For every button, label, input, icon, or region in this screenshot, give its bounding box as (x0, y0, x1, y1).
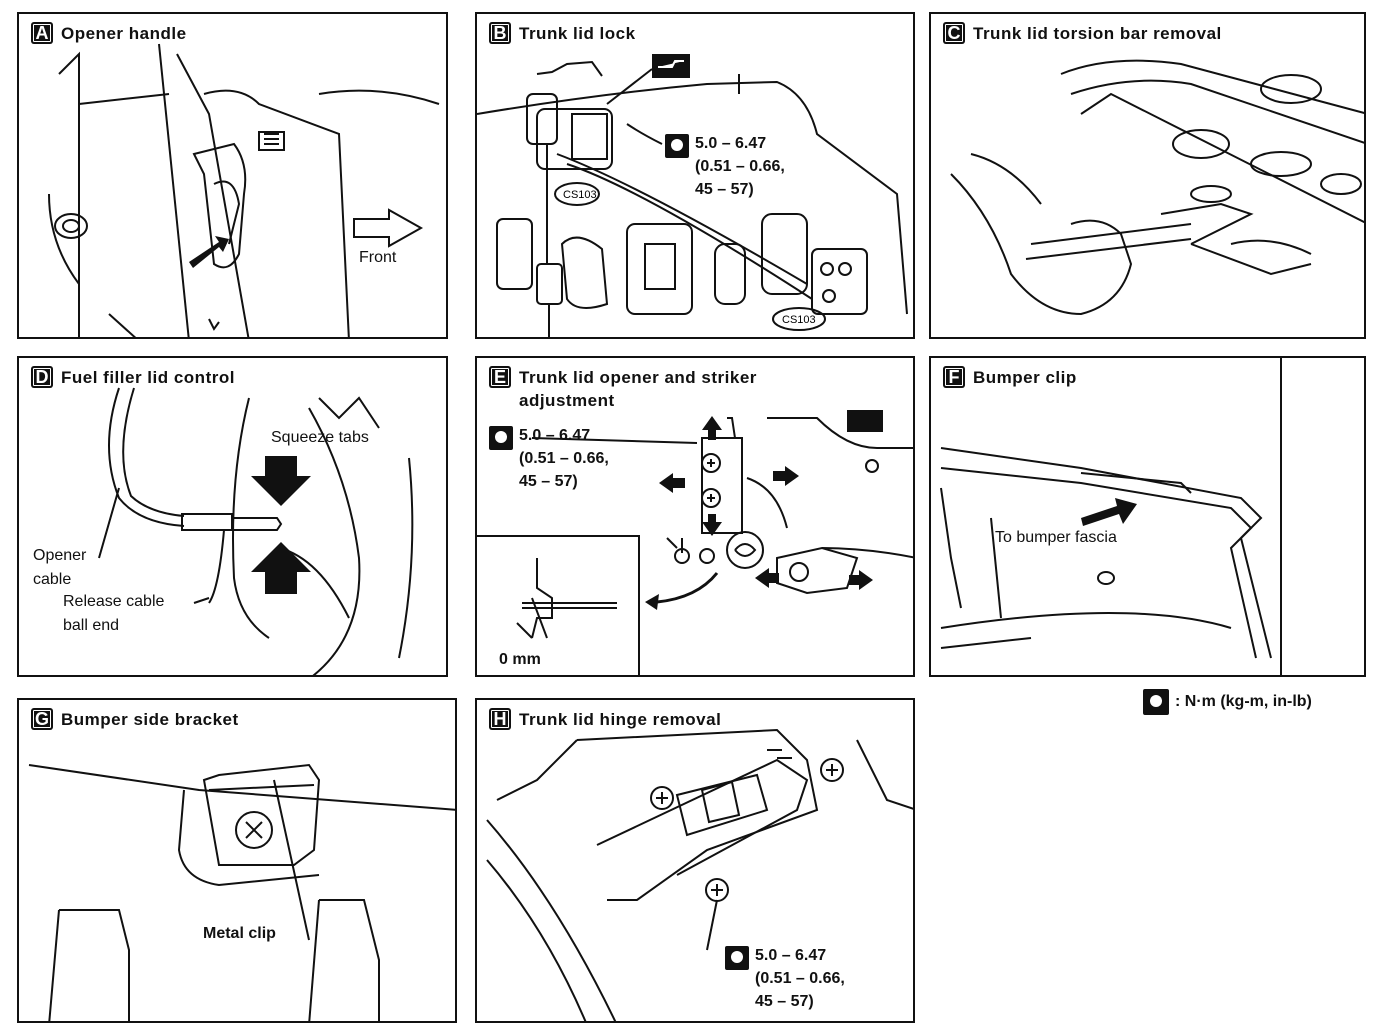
panel-b-torque: 5.0 – 6.47 (0.51 – 0.66, 45 – 57) (665, 132, 785, 201)
torque-wrench-icon (725, 946, 749, 970)
torque-value-3: 45 – 57) (695, 181, 754, 198)
panel-e-torque: 5.0 – 6.47 (0.51 – 0.66, 45 – 57) (489, 424, 609, 493)
panel-a: A Opener handle Front (17, 12, 448, 339)
panel-e-title-line-1: Trunk lid opener and striker (519, 368, 757, 387)
torque-value-1: 5.0 – 6.47 (755, 947, 827, 964)
panel-f-badge: F (943, 366, 965, 388)
squeeze-tabs-label: Squeeze tabs (271, 429, 369, 446)
panel-c-badge: C (943, 22, 965, 44)
panel-c-title: Trunk lid torsion bar removal (973, 24, 1222, 43)
cs103-upper: CS103 (563, 189, 597, 201)
torque-unit-legend: : N·m (kg-m, in-lb) (1143, 689, 1312, 715)
opener-cable-label-2: cable (33, 571, 72, 588)
trunk-lid-lock-illustration: CS103 CS103 (477, 54, 908, 337)
panel-b-badge: B (489, 22, 511, 44)
torque-wrench-icon (1143, 689, 1169, 715)
cs103-lower: CS103 (782, 314, 816, 326)
panel-e: E Trunk lid opener and striker adjustmen… (475, 356, 915, 677)
panel-h: H Trunk lid hinge removal 5.0 – 6.47 (0.… (475, 698, 915, 1023)
panel-f-title: Bumper clip (973, 368, 1077, 387)
hinge-removal-illustration (486, 728, 913, 1021)
panel-b: B Trunk lid lock (475, 12, 915, 339)
torque-value-1: 5.0 – 6.47 (519, 427, 591, 444)
release-cable-label-1: Release cable (63, 593, 165, 610)
bumper-clip-illustration (940, 358, 1282, 675)
panel-g-title: Bumper side bracket (61, 710, 239, 729)
fuel-filler-lid-control-illustration (98, 387, 414, 675)
torque-wrench-icon (665, 134, 689, 158)
panel-h-torque: 5.0 – 6.47 (0.51 – 0.66, 45 – 57) (725, 944, 845, 1013)
legend-text: : N·m (kg-m, in-lb) (1175, 693, 1312, 710)
opener-cable-label-1: Opener (33, 547, 87, 564)
panel-c: C Trunk lid torsion bar removal (929, 12, 1366, 339)
panel-h-badge: H (489, 708, 511, 730)
release-cable-label-2: ball end (63, 617, 120, 634)
opener-handle-illustration (48, 43, 440, 337)
torque-value-3: 45 – 57) (519, 473, 578, 490)
panel-h-title: Trunk lid hinge removal (519, 710, 722, 729)
panel-d-title: Fuel filler lid control (61, 368, 235, 387)
panel-f: F Bumper clip To bumper fascia (929, 356, 1366, 677)
torque-value-2: (0.51 – 0.66, (519, 450, 609, 467)
panel-b-title: Trunk lid lock (519, 24, 636, 43)
panel-d: D Fuel filler lid control Squeeze tabs O… (17, 356, 448, 677)
opener-striker-adjustment-illustration (477, 410, 913, 675)
panel-e-title-line-2: adjustment (519, 391, 615, 410)
bumper-side-bracket-illustration (28, 763, 455, 1021)
torsion-bar-removal-illustration (950, 59, 1364, 316)
to-bumper-fascia-label: To bumper fascia (995, 528, 1117, 548)
panel-g-badge: G (31, 708, 53, 730)
panel-a-badge: A (31, 22, 53, 44)
panel-g: G Bumper side bracket Metal clip (17, 698, 457, 1023)
torque-value-3: 45 – 57) (755, 993, 814, 1010)
torque-value-2: (0.51 – 0.66, (695, 158, 785, 175)
torque-value-1: 5.0 – 6.47 (695, 135, 767, 152)
front-label: Front (359, 249, 397, 266)
metal-clip-label: Metal clip (203, 925, 276, 942)
torque-wrench-icon (489, 426, 513, 450)
torque-value-2: (0.51 – 0.66, (755, 970, 845, 987)
panel-e-badge: E (489, 366, 511, 388)
panel-a-title: Opener handle (61, 24, 187, 43)
panel-d-badge: D (31, 366, 53, 388)
zero-mm-label: 0 mm (499, 651, 541, 668)
